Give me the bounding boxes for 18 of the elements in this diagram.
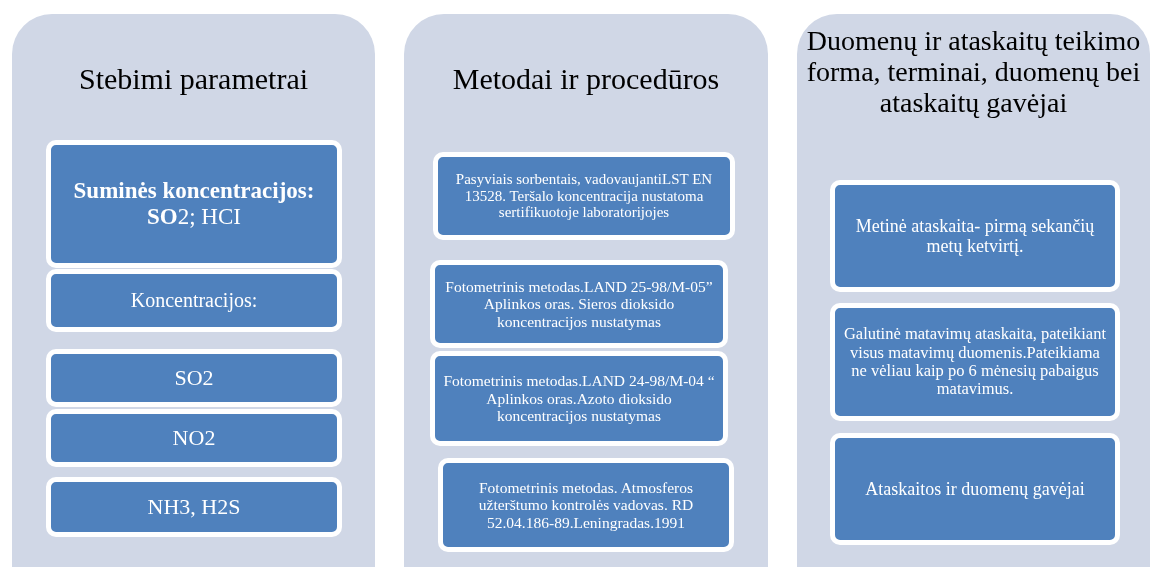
column-heading: Metodai ir procedūros bbox=[451, 62, 721, 95]
text-box: Galutinė matavimų ataskaita, pateikiant visus matavimų duomenis.Pateikiama ne vėliau kaip po 6 mėnesių pabaigus matavimus. bbox=[830, 303, 1120, 421]
text-box: Metinė ataskaita- pirmą sekančių metų ketvirtį. bbox=[830, 180, 1120, 292]
text-box: NH3, H2S bbox=[46, 477, 342, 537]
text-box: Suminės koncentracijos: SO2; HCI bbox=[46, 140, 342, 268]
column-panel bbox=[12, 14, 375, 567]
text-box: Fotometrinis metodas.LAND 25-98/M-05” Aplinkos oras. Sieros dioksido koncentracijos nustatymas bbox=[430, 260, 728, 348]
column-heading: Duomenų ir ataskaitų teikimo forma, terminai, duomenų bei ataskaitų gavėjai bbox=[805, 26, 1142, 119]
text-box: Pasyviais sorbentais, vadovaujantiLST EN 13528. Teršalo koncentracija nustatoma sertifikuotoje laboratorijojes bbox=[433, 152, 735, 240]
text-box: Fotometrinis metodas.LAND 24-98/M-04 “ Aplinkos oras.Azoto dioksido koncentracijos nustatymas bbox=[430, 351, 728, 446]
text-box: Ataskaitos ir duomenų gavėjai bbox=[830, 433, 1120, 545]
text-box: Fotometrinis metodas. Atmosferos užterštumo kontrolės vadovas. RD 52.04.186-89.Leningradas.1991 bbox=[438, 458, 734, 552]
column-heading: Stebimi parametrai bbox=[77, 62, 310, 95]
text-box: Koncentracijos: bbox=[46, 269, 342, 332]
text-box: NO2 bbox=[46, 409, 342, 467]
column-panel bbox=[797, 14, 1150, 567]
column-panel bbox=[404, 14, 768, 567]
text-box: SO2 bbox=[46, 349, 342, 407]
